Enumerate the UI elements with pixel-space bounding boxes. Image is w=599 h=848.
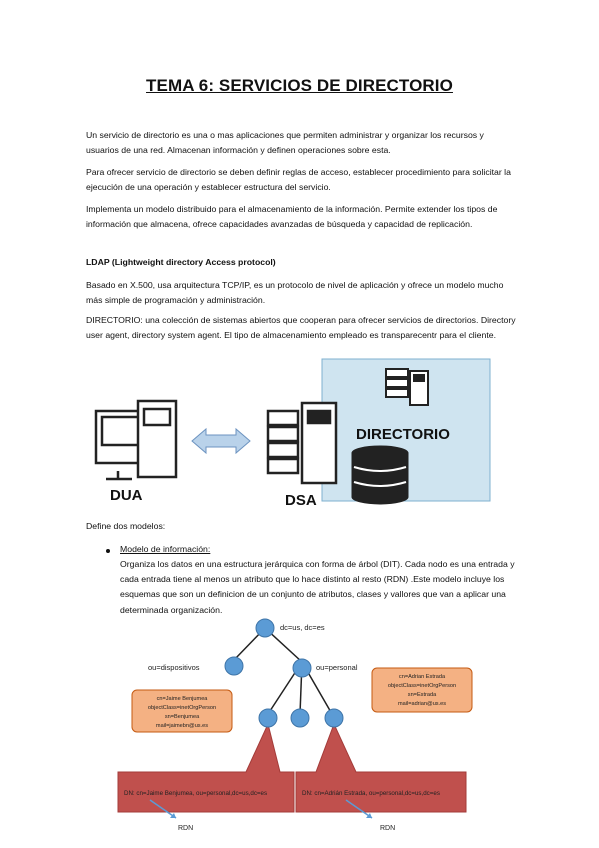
dit-tree-diagram: DN: cn=Jaime Benjumea, ou=personal,dc=us…: [117, 618, 473, 832]
adrian-mail: mail=adrian@us.es: [398, 701, 446, 707]
define-models-text: Define dos modelos:: [86, 521, 166, 531]
entry-box-adrian: [371, 667, 473, 713]
node-root: [255, 618, 275, 638]
node-jaime: [258, 708, 278, 728]
dn-right-callout: [295, 722, 467, 813]
database-icon: [351, 445, 409, 505]
directorio-label: DIRECTORIO: [356, 426, 450, 443]
bullet-title: Modelo de información:: [120, 544, 211, 554]
jaime-sn: sn=Benjumea: [165, 714, 200, 720]
adrian-sn: sn=Estrada: [408, 692, 437, 698]
double-arrow-icon: [191, 427, 251, 455]
paragraph-directorio: DIRECTORIO: una colección de sistemas ab…: [86, 315, 516, 341]
node-personal: [292, 658, 312, 678]
bullet-dot: [106, 549, 110, 553]
dispositivos-label: ou=dispositivos: [148, 663, 200, 672]
jaime-mail: mail=jaimebn@us.es: [156, 723, 208, 729]
paragraph-distributed-model: Implementa un modelo distribuido para el…: [86, 204, 498, 230]
node-dispositivos: [224, 656, 244, 676]
dsa-server-icon: [266, 401, 338, 485]
node-adrian: [324, 708, 344, 728]
dsa-label: DSA: [285, 492, 317, 509]
rdn-right: RDN: [380, 825, 395, 832]
bullet-text: Organiza los datos en una estructura jer…: [120, 559, 515, 615]
node-middle: [290, 708, 310, 728]
dn-left-callout: [117, 722, 295, 813]
rdn-left: RDN: [178, 825, 193, 832]
paragraph-ldap: Basado en X.500, usa arquitectura TCP/IP…: [86, 280, 504, 306]
dua-dsa-diagram: DIRECTORIO DUA DSA: [94, 358, 491, 509]
adrian-objectclass: objectClass=inetOrgPerson: [388, 683, 456, 689]
dn-left-text: DN: cn=Jaime Benjumea, ou=personal,dc=us…: [124, 790, 267, 797]
server-stack-icon: [385, 368, 429, 406]
paragraph-access-rules: Para ofrecer servicio de directorio se d…: [86, 167, 511, 193]
dua-label: DUA: [110, 487, 143, 504]
jaime-objectclass: objectClass=inetOrgPerson: [148, 705, 216, 711]
ldap-heading: LDAP (Lightweight directory Access proto…: [86, 257, 276, 267]
paragraph-intro: Un servicio de directorio es una o mas a…: [86, 130, 484, 156]
dn-right-text: DN: cn=Adrián Estrada, ou=personal,dc=us…: [302, 790, 440, 797]
entry-box-jaime: [131, 689, 233, 733]
dua-computer-icon: [94, 399, 178, 481]
root-label: dc=us, dc=es: [280, 623, 325, 632]
jaime-cn: cn=Jaime Benjumea: [157, 696, 209, 702]
page-title: TEMA 6: SERVICIOS DE DIRECTORIO: [146, 76, 453, 95]
personal-label: ou=personal: [316, 663, 358, 672]
adrian-cn: cn=Adrian Estrada: [399, 674, 446, 680]
